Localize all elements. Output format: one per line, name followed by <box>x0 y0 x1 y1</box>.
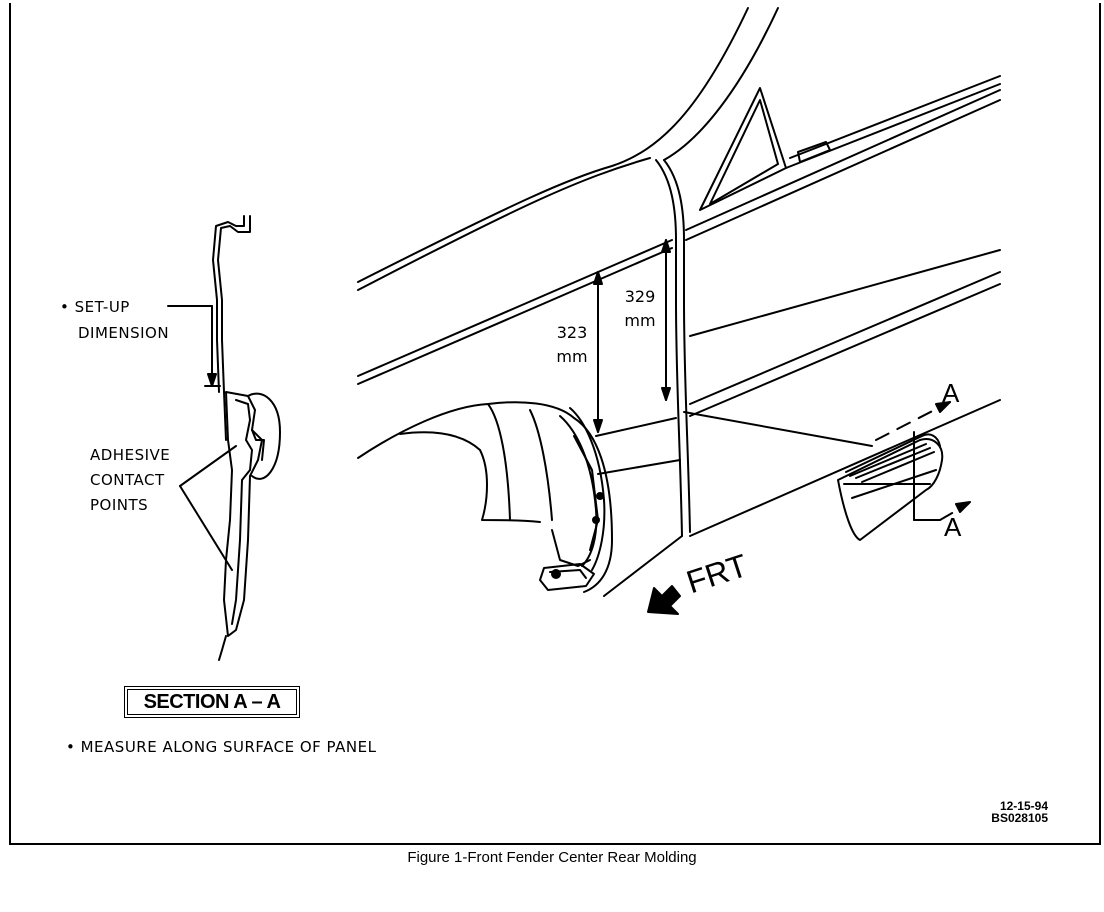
figure-frame <box>9 3 1101 845</box>
adhesive-label-line3: POINTS <box>90 496 149 514</box>
dim-329-value: 329 <box>624 287 656 306</box>
adhesive-leader-lines <box>179 445 237 571</box>
section-label-a-top: A <box>942 378 960 408</box>
setup-dimension-arrow <box>167 305 221 387</box>
date-code: 12-15-94 <box>999 799 1048 813</box>
measure-note: • MEASURE ALONG SURFACE OF PANEL <box>66 738 377 756</box>
setup-dimension-label-line1: • SET-UP <box>60 298 130 316</box>
dimension-lines <box>593 239 671 433</box>
section-arrow-top <box>935 401 951 413</box>
frt-arrow-icon <box>647 585 681 615</box>
section-profile <box>212 215 281 661</box>
section-arrows <box>875 401 971 521</box>
adhesive-label-line2: CONTACT <box>90 471 165 489</box>
section-label-a-bottom: A <box>944 512 962 542</box>
molding-leader-line <box>683 411 873 447</box>
dim-329-unit: mm <box>624 311 656 330</box>
adhesive-label-line1: ADHESIVE <box>90 446 171 464</box>
figure-caption: Figure 1-Front Fender Center Rear Moldin… <box>407 849 697 866</box>
setup-dimension-label-line2: DIMENSION <box>78 324 170 342</box>
section-title: SECTION A – A <box>127 689 297 715</box>
molding-part <box>837 431 944 541</box>
dim-323-unit: mm <box>556 347 588 366</box>
vehicle-body <box>357 7 1001 597</box>
dim-323-value: 323 <box>556 323 588 342</box>
section-title-outer-box <box>124 686 300 718</box>
part-code: BS028105 <box>991 811 1048 825</box>
section-arrow-bottom <box>955 501 971 513</box>
